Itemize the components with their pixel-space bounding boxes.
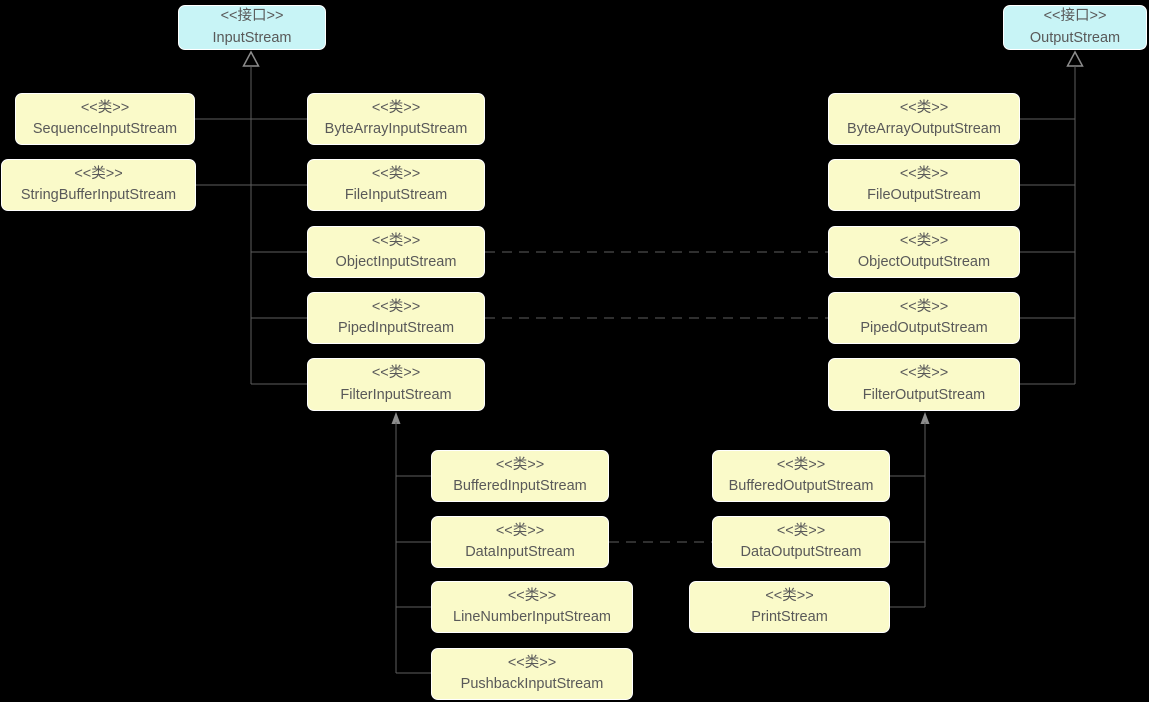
node-label: ObjectOutputStream: [857, 254, 991, 270]
node-stereotype: <<类>>: [776, 522, 826, 539]
node-printstream[interactable]: <<类>> PrintStream: [689, 581, 890, 633]
solid-arrow-filteroutputstream: [920, 412, 930, 424]
node-stereotype: <<类>>: [899, 365, 949, 382]
node-stereotype: <<接口>>: [220, 8, 284, 25]
node-label: DataOutputStream: [740, 544, 862, 560]
node-stereotype: <<类>>: [776, 456, 826, 473]
hollow-triangle-arrow-inputstream: [242, 50, 260, 67]
node-sequenceinputstream[interactable]: <<类>> SequenceInputStream: [15, 93, 195, 145]
node-bufferedinputstream[interactable]: <<类>> BufferedInputStream: [431, 450, 609, 502]
node-label: PrintStream: [751, 609, 828, 625]
node-stereotype: <<类>>: [899, 165, 949, 182]
node-label: DataInputStream: [465, 544, 575, 560]
node-label: ByteArrayOutputStream: [847, 121, 1001, 137]
node-label: PipedOutputStream: [860, 320, 988, 336]
node-bytearrayinputstream[interactable]: <<类>> ByteArrayInputStream: [307, 93, 485, 145]
node-pipedoutputstream[interactable]: <<类>> PipedOutputStream: [828, 292, 1020, 344]
node-stereotype: <<接口>>: [1043, 8, 1107, 25]
node-pipedinputstream[interactable]: <<类>> PipedInputStream: [307, 292, 485, 344]
node-fileinputstream[interactable]: <<类>> FileInputStream: [307, 159, 485, 211]
node-label: PushbackInputStream: [460, 676, 604, 692]
node-objectoutputstream[interactable]: <<类>> ObjectOutputStream: [828, 226, 1020, 278]
node-stereotype: <<类>>: [899, 99, 949, 116]
node-label: FilterOutputStream: [862, 386, 986, 403]
node-stereotype: <<类>>: [899, 232, 949, 249]
node-stereotype: <<类>>: [371, 365, 421, 382]
node-stereotype: <<类>>: [899, 298, 949, 315]
node-linenumberinputstream[interactable]: <<类>> LineNumberInputStream: [431, 581, 633, 633]
node-stereotype: <<类>>: [495, 456, 545, 473]
node-label: PipedInputStream: [337, 320, 455, 336]
node-stereotype: <<类>>: [765, 587, 814, 604]
node-label: OutputStream: [1029, 29, 1121, 46]
node-filteroutputstream[interactable]: <<类>> FilterOutputStream: [828, 358, 1020, 411]
node-label: SequenceInputStream: [32, 121, 178, 137]
node-filterinputstream[interactable]: <<类>> FilterInputStream: [307, 358, 485, 411]
node-stereotype: <<类>>: [371, 165, 421, 182]
node-stereotype: <<类>>: [507, 587, 557, 604]
node-label: FileOutputStream: [867, 187, 981, 203]
node-label: BufferedOutputStream: [728, 478, 874, 494]
node-stereotype: <<类>>: [371, 99, 421, 116]
node-label: InputStream: [212, 29, 292, 46]
node-stringbufferinputstream[interactable]: <<类>> StringBufferInputStream: [1, 159, 196, 211]
node-fileoutputstream[interactable]: <<类>> FileOutputStream: [828, 159, 1020, 211]
node-bufferedoutputstream[interactable]: <<类>> BufferedOutputStream: [712, 450, 890, 502]
node-stereotype: <<类>>: [507, 654, 557, 671]
node-pushbackinputstream[interactable]: <<类>> PushbackInputStream: [431, 648, 633, 700]
node-label: LineNumberInputStream: [453, 609, 611, 625]
node-stereotype: <<类>>: [371, 232, 421, 249]
solid-arrow-filterinputstream: [391, 412, 401, 424]
node-stereotype: <<类>>: [495, 522, 545, 539]
node-label: FilterInputStream: [340, 386, 452, 403]
node-outputstream[interactable]: <<接口>> OutputStream: [1003, 5, 1147, 50]
node-label: ObjectInputStream: [335, 254, 457, 270]
node-label: StringBufferInputStream: [20, 187, 177, 203]
hollow-triangle-arrow-outputstream: [1066, 50, 1084, 67]
node-bytearrayoutputstream[interactable]: <<类>> ByteArrayOutputStream: [828, 93, 1020, 145]
node-label: FileInputStream: [344, 187, 448, 203]
node-label: BufferedInputStream: [453, 478, 587, 494]
node-datainputstream[interactable]: <<类>> DataInputStream: [431, 516, 609, 568]
node-objectinputstream[interactable]: <<类>> ObjectInputStream: [307, 226, 485, 278]
node-label: ByteArrayInputStream: [324, 121, 468, 137]
node-dataoutputstream[interactable]: <<类>> DataOutputStream: [712, 516, 890, 568]
node-inputstream[interactable]: <<接口>> InputStream: [178, 5, 326, 50]
node-stereotype: <<类>>: [80, 99, 130, 116]
node-stereotype: <<类>>: [74, 165, 123, 182]
node-stereotype: <<类>>: [371, 298, 421, 315]
